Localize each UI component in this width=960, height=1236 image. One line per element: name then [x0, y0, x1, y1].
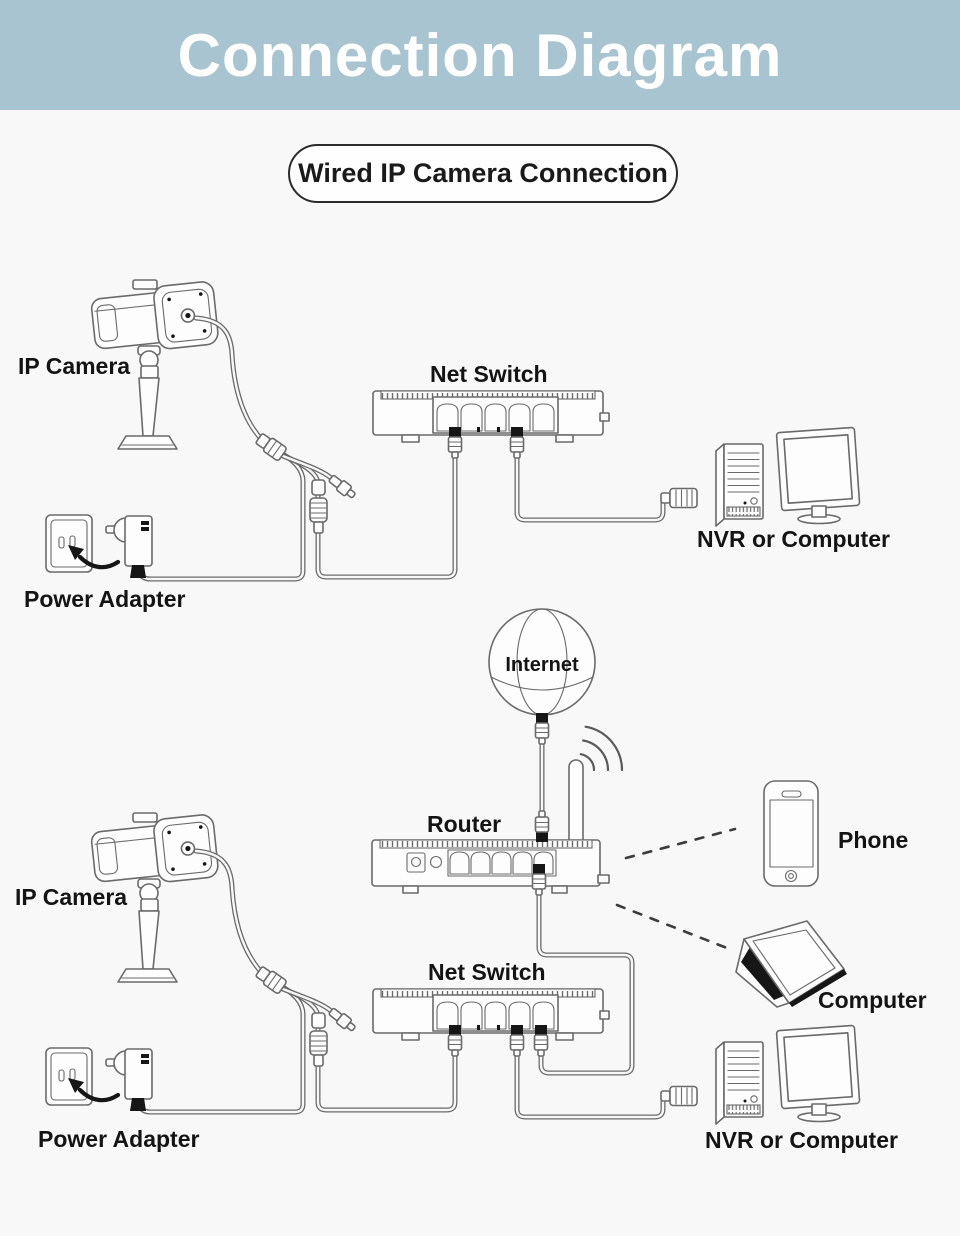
net-switch-icon: [372, 988, 610, 1041]
wifi-waves-icon: [579, 725, 624, 772]
label-phone: Phone: [838, 827, 909, 853]
net-switch-icon: [372, 390, 610, 443]
page-title: Connection Diagram: [177, 21, 783, 89]
label-net-switch: Net Switch: [428, 959, 546, 985]
cable-camera-to-power-adapter: [137, 983, 303, 1112]
label-router: Router: [427, 811, 502, 837]
power-adapter-icon: [46, 515, 152, 578]
antenna-icon: [568, 759, 584, 847]
label-nvr-or-computer: NVR or Computer: [705, 1127, 898, 1153]
ip-camera-icon: [90, 813, 357, 1066]
label-ip-camera: IP Camera: [18, 353, 131, 379]
rj45-plug-icon: [447, 426, 463, 459]
rj45-plug-icon: [534, 712, 550, 745]
nvr-computer-icon: [715, 426, 861, 527]
rj45-plug-icon: [531, 863, 547, 896]
rj45-plug-icon: [534, 810, 550, 843]
cable-camera-to-switch: [280, 454, 455, 577]
wireless-link-computer: [615, 903, 734, 952]
barrel-connector-icon: [660, 487, 698, 509]
rj45-plug-icon: [533, 1024, 549, 1057]
nvr-computer-icon: [715, 1024, 861, 1125]
ip-camera-icon: [90, 280, 357, 533]
phone-icon: [763, 780, 819, 887]
cable-camera-to-power-adapter: [137, 450, 303, 579]
label-internet: Internet: [505, 654, 579, 676]
cable-router-to-switch: [539, 895, 632, 1073]
label-power-adapter: Power Adapter: [24, 586, 186, 612]
header-banner: Connection Diagram: [0, 0, 960, 110]
barrel-connector-icon: [660, 1085, 698, 1107]
rj45-plug-icon: [509, 426, 525, 459]
label-computer: Computer: [818, 987, 927, 1013]
rj45-plug-icon: [509, 1024, 525, 1057]
power-adapter-icon: [46, 1048, 152, 1111]
subtitle-pill: Wired IP Camera Connection: [288, 144, 678, 203]
subtitle-pill-label: Wired IP Camera Connection: [298, 158, 668, 188]
label-power-adapter: Power Adapter: [38, 1126, 200, 1152]
label-ip-camera: IP Camera: [15, 884, 128, 910]
diagram-wired-router: [46, 608, 861, 1125]
label-net-switch: Net Switch: [430, 361, 548, 387]
router-icon: [371, 725, 624, 894]
laptop-icon: [735, 920, 847, 1008]
rj45-plug-icon: [447, 1024, 463, 1057]
wireless-link-phone: [624, 827, 737, 860]
label-nvr-or-computer: NVR or Computer: [697, 526, 890, 552]
cable-switch-to-nvr: [517, 458, 663, 520]
